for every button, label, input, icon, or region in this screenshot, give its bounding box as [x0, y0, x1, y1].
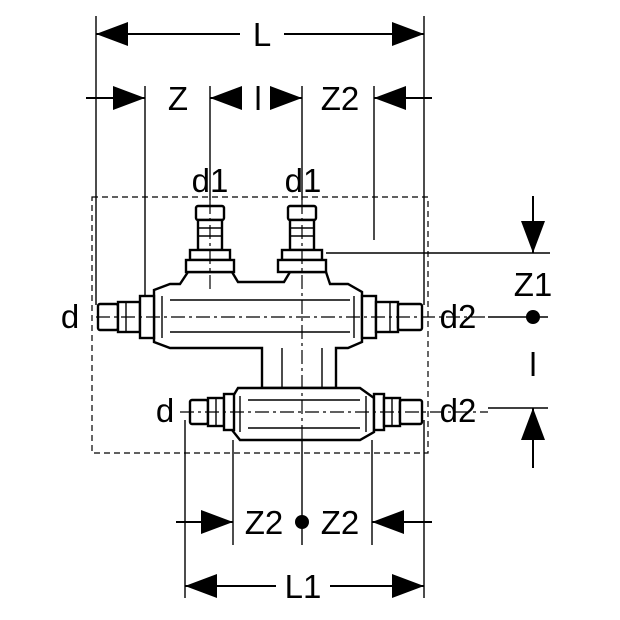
label-L1: L1 — [285, 568, 322, 605]
label-d1-right: d1 — [285, 162, 322, 199]
dimension-Z2-Z2 — [176, 510, 432, 534]
label-Z2-bottom-right: Z2 — [321, 504, 360, 541]
manifold-body — [152, 270, 376, 442]
label-Z: Z — [168, 80, 188, 117]
label-l-top: l — [254, 80, 261, 117]
dimension-L — [96, 22, 424, 46]
dimension-Z1-l — [521, 196, 545, 468]
label-d-lower: d — [156, 392, 174, 429]
label-d2-upper: d2 — [440, 298, 477, 335]
label-Z2-top: Z2 — [321, 80, 360, 117]
dimension-Z-l-Z2 — [86, 86, 432, 110]
label-Z1: Z1 — [514, 266, 553, 303]
label-d1-left: d1 — [192, 162, 229, 199]
label-L: L — [253, 16, 271, 53]
label-Z2-bottom-left: Z2 — [245, 504, 284, 541]
center-lines — [96, 200, 488, 440]
envelope-outline — [91, 196, 429, 454]
label-d-upper: d — [61, 298, 79, 335]
label-l-right: l — [529, 346, 536, 383]
label-d2-lower: d2 — [440, 392, 477, 429]
dimension-L1 — [185, 574, 424, 598]
